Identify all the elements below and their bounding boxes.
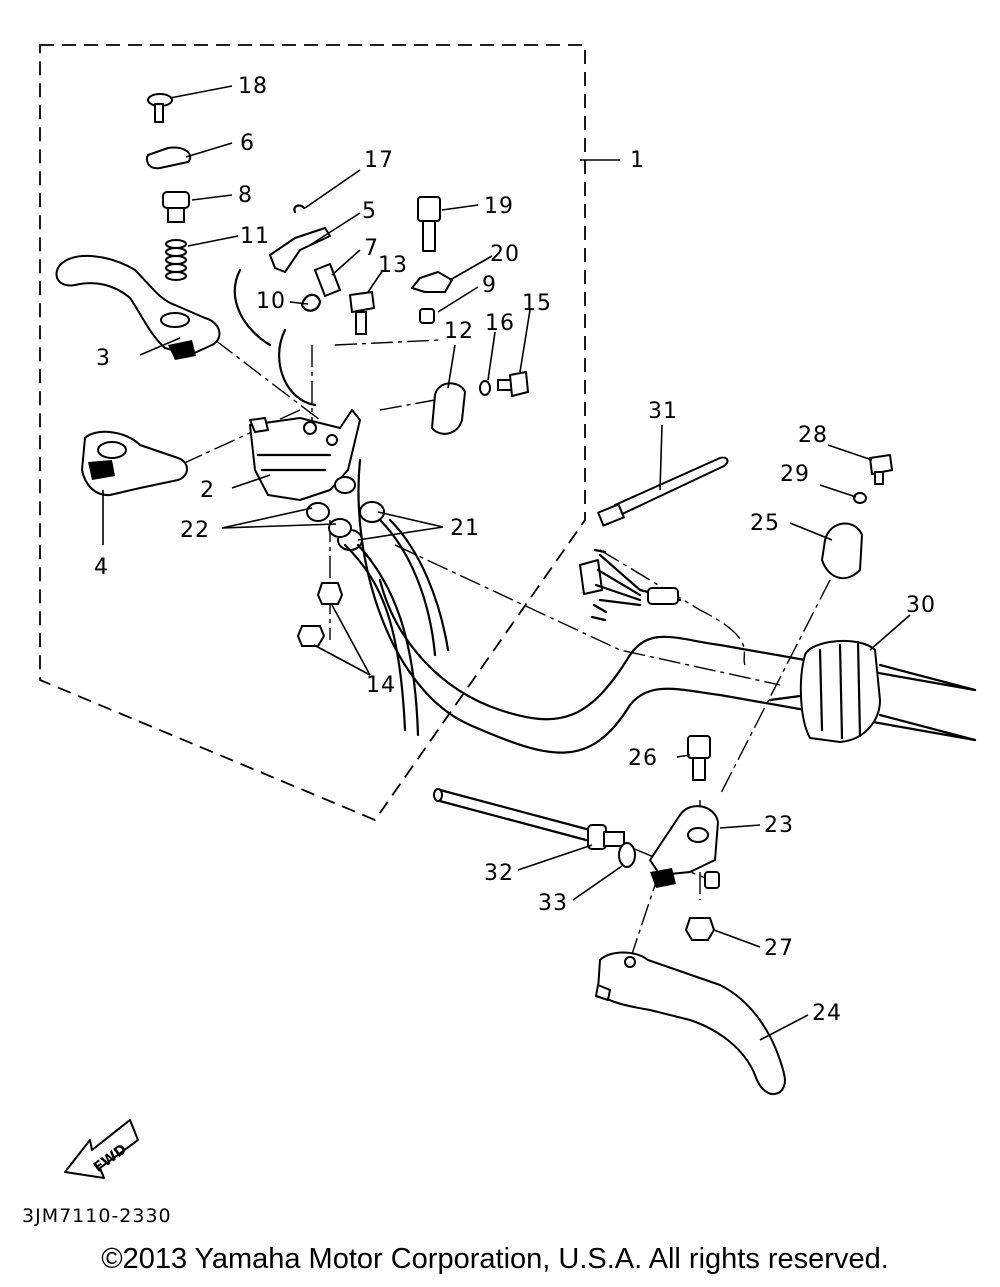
callout-11: 11 <box>240 224 270 249</box>
part-33-locknut <box>618 842 636 868</box>
part-7-pin <box>314 263 341 297</box>
part-20-clamp <box>411 271 453 293</box>
part-5-bracket <box>269 227 331 273</box>
part-23-lever-holder <box>649 805 720 889</box>
leader-lines <box>102 85 911 1041</box>
callout-12: 12 <box>444 319 474 344</box>
part-14-nuts <box>297 582 343 647</box>
part-8-pin <box>162 191 190 223</box>
callout-32: 32 <box>484 861 514 886</box>
callout-5: 5 <box>362 199 377 224</box>
callout-26: 26 <box>628 746 658 771</box>
part-30-switch-housing <box>768 639 977 743</box>
part-15-bolt <box>497 371 529 397</box>
callout-31: 31 <box>648 399 678 424</box>
copyright-notice: ©2013 Yamaha Motor Corporation, U.S.A. A… <box>101 1243 889 1275</box>
cables <box>343 518 450 737</box>
part-17-clip <box>293 204 306 214</box>
callout-30: 30 <box>906 593 936 618</box>
callout-23: 23 <box>764 813 794 838</box>
callout-15: 15 <box>522 291 552 316</box>
callout-28: 28 <box>798 423 828 448</box>
part-25-holder <box>821 522 863 580</box>
callout-16: 16 <box>485 311 515 336</box>
part-12-bracket <box>431 382 466 435</box>
part-31-cable-tie <box>597 456 729 527</box>
callout-6: 6 <box>240 131 255 156</box>
callout-3: 3 <box>96 346 111 371</box>
part-6-plate <box>145 146 192 170</box>
callout-21: 21 <box>450 516 480 541</box>
part-11-spring <box>165 239 187 281</box>
part-24-clutch-lever <box>595 951 786 1095</box>
assembly-boundary <box>39 44 586 822</box>
switch-connector <box>579 548 682 622</box>
callout-7: 7 <box>364 236 379 261</box>
callout-8: 8 <box>238 183 253 208</box>
part-27-nut <box>685 917 715 941</box>
callout-9: 9 <box>482 273 497 298</box>
part-13-bolt <box>349 291 375 335</box>
callout-labels: 1 2 3 4 5 6 7 8 9 10 11 12 13 14 15 16 1… <box>94 74 936 1026</box>
callout-13: 13 <box>378 253 408 278</box>
part-10-circlip <box>300 293 322 312</box>
handlebar <box>233 268 977 754</box>
callout-29: 29 <box>780 462 810 487</box>
callout-14: 14 <box>366 673 396 698</box>
callout-10: 10 <box>256 289 286 314</box>
part-32-adjuster <box>587 824 625 850</box>
part-26-bolt <box>687 735 711 781</box>
callout-33: 33 <box>538 891 568 916</box>
callout-2: 2 <box>200 478 215 503</box>
part-16-washer <box>479 380 491 396</box>
part-19-bolt <box>417 196 441 252</box>
part-4-clamp <box>81 430 188 497</box>
part-18-screw <box>147 93 173 123</box>
part-9-nut <box>419 308 435 324</box>
callout-22: 22 <box>180 518 210 543</box>
part-28-screw <box>869 454 893 485</box>
fwd-arrow: FWD <box>64 1119 139 1179</box>
callout-19: 19 <box>484 194 514 219</box>
clutch-cable <box>433 788 592 842</box>
part-22-locknuts <box>306 502 352 538</box>
callout-24: 24 <box>812 1001 842 1026</box>
callout-27: 27 <box>764 936 794 961</box>
callout-1: 1 <box>630 148 645 173</box>
callout-25: 25 <box>750 511 780 536</box>
callout-20: 20 <box>490 242 520 267</box>
part-29-washer <box>853 492 867 504</box>
part-3-lever <box>55 254 221 360</box>
part-2-housing <box>249 409 361 501</box>
drawing-code: 3JM7110-2330 <box>22 1205 172 1227</box>
callout-18: 18 <box>238 74 268 99</box>
callout-4: 4 <box>94 555 109 580</box>
callout-17: 17 <box>364 148 394 173</box>
